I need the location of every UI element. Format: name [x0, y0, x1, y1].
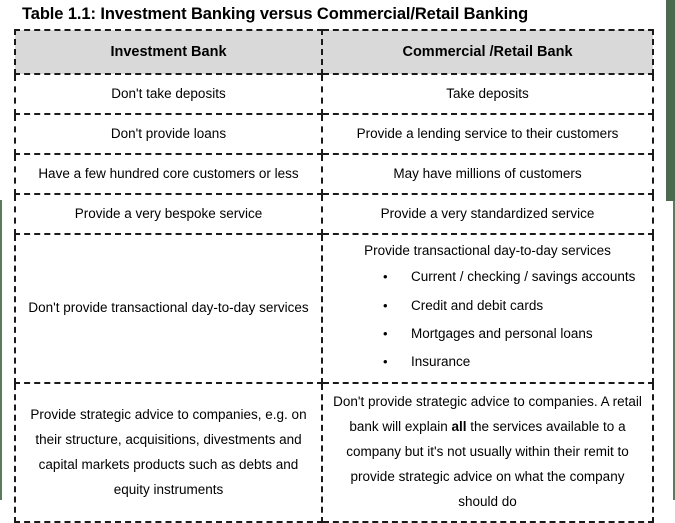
table-row: Have a few hundred core customers or les… — [14, 153, 654, 196]
list-item: Insurance — [383, 348, 644, 376]
table-row: Provide a very bespoke service Provide a… — [14, 193, 654, 236]
cell-commercial-loans: Provide a lending service to their custo… — [321, 113, 654, 156]
column-header-commercial-retail-bank: Commercial /Retail Bank — [321, 29, 654, 76]
list-item: Credit and debit cards — [383, 292, 644, 320]
cell-commercial-transactional: Provide transactional day-to-day service… — [321, 233, 654, 385]
cell-commercial-strategic-advice: Don't provide strategic advice to compan… — [321, 382, 654, 523]
table-row: Don't provide loans Provide a lending se… — [14, 113, 654, 156]
cell-commercial-deposits: Take deposits — [321, 73, 654, 116]
list-item: Mortgages and personal loans — [383, 320, 644, 348]
table-header-row: Investment Bank Commercial /Retail Bank — [14, 29, 654, 76]
table-row: Don't take deposits Take deposits — [14, 73, 654, 116]
cell-commercial-standardized: Provide a very standardized service — [321, 193, 654, 236]
cell-investment-bespoke: Provide a very bespoke service — [14, 193, 323, 236]
cell-investment-deposits: Don't take deposits — [14, 73, 323, 116]
table-caption: Table 1.1: Investment Banking versus Com… — [22, 5, 529, 23]
column-header-investment-bank: Investment Bank — [14, 29, 323, 76]
services-heading: Provide transactional day-to-day service… — [364, 243, 611, 259]
comparison-table: Investment Bank Commercial /Retail Bank … — [14, 29, 654, 523]
cell-investment-transactional: Don't provide transactional day-to-day s… — [14, 233, 323, 385]
services-bullet-list: Current / checking / savings accounts Cr… — [331, 263, 644, 376]
list-item: Current / checking / savings accounts — [383, 263, 644, 291]
cell-investment-customers: Have a few hundred core customers or les… — [14, 153, 323, 196]
advice-text-part-2: the services available to a company but … — [346, 419, 629, 510]
page-edge-right-lower — [673, 201, 675, 500]
advice-emphasis: all — [451, 419, 467, 435]
table-row-advice: Provide strategic advice to companies, e… — [14, 382, 654, 523]
advice-text-part-1: Don't provide strategic advice to compan… — [333, 394, 642, 435]
page-edge-left — [0, 200, 2, 500]
table-row-services: Don't provide transactional day-to-day s… — [14, 233, 654, 385]
document-page: Table 1.1: Investment Banking versus Com… — [0, 0, 675, 500]
cell-investment-loans: Don't provide loans — [14, 113, 323, 156]
page-edge-right — [666, 0, 675, 201]
cell-investment-strategic-advice: Provide strategic advice to companies, e… — [14, 382, 323, 523]
cell-commercial-customers: May have millions of customers — [321, 153, 654, 196]
